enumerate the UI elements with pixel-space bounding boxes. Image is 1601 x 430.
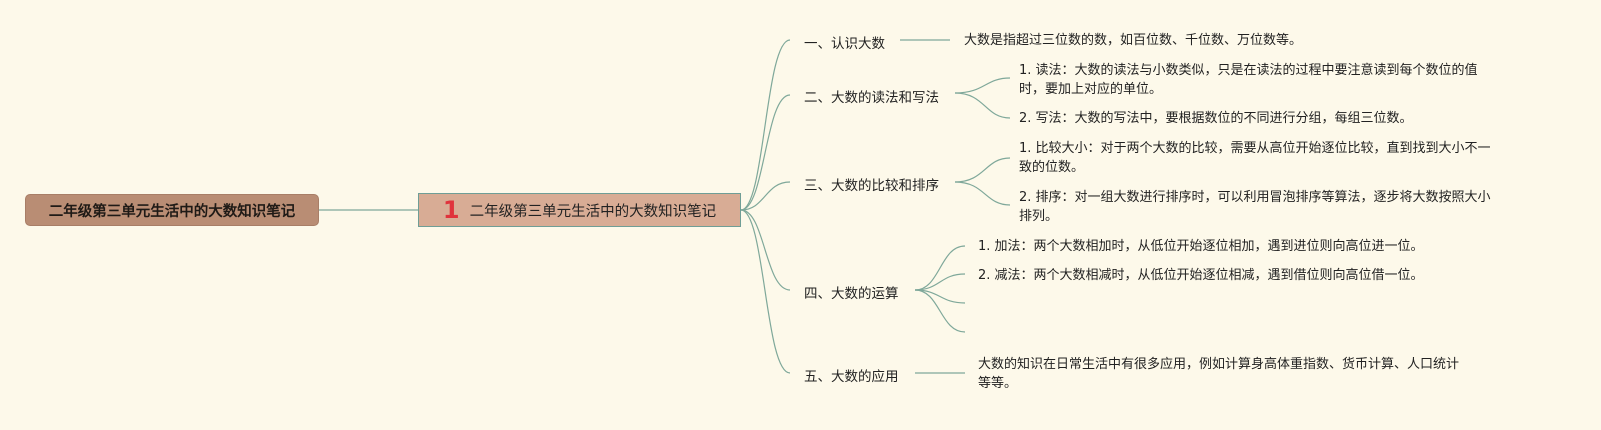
- connector-leaf-2-2: [954, 92, 1011, 119]
- branch-label: 一、认识大数: [804, 36, 885, 52]
- connector-leaf-4-4: [914, 289, 966, 333]
- connector-branch-4: [740, 209, 791, 291]
- branch-application[interactable]: 五、大数的应用: [804, 365, 899, 385]
- branch-operations[interactable]: 四、大数的运算: [804, 282, 899, 302]
- branch-label: 三、大数的比较和排序: [804, 178, 939, 194]
- connector-leaf-4-1: [914, 245, 966, 291]
- leaf-text: 2. 写法：大数的写法中，要根据数位的不同进行分组，每组三位数。: [1019, 111, 1413, 126]
- leaf-text: 1. 比较大小：对于两个大数的比较，需要从高位开始逐位比较，直到找到大小不一致的…: [1019, 141, 1491, 175]
- branch-read-write[interactable]: 二、大数的读法和写法: [804, 86, 939, 106]
- connector-branch-1: [740, 39, 791, 211]
- branch-label: 四、大数的运算: [804, 286, 899, 302]
- leaf-text: 2. 排序：对一组大数进行排序时，可以利用冒泡排序等算法，逐步将大数按照大小排列…: [1019, 190, 1491, 224]
- connector-leaf-3-1: [954, 157, 1011, 183]
- leaf-4-1[interactable]: 1. 加法：两个大数相加时，从低位开始逐位相加，遇到进位则向高位进一位。: [978, 237, 1478, 256]
- center-number: 1: [442, 196, 460, 224]
- root-node[interactable]: 二年级第三单元生活中的大数知识笔记: [25, 194, 319, 226]
- connector-leaf-4-2: [914, 273, 966, 291]
- center-label: 二年级第三单元生活中的大数知识笔记: [469, 203, 717, 220]
- leaf-5-1[interactable]: 大数的知识在日常生活中有很多应用，例如计算身高体重指数、货币计算、人口统计等等。: [978, 355, 1462, 393]
- leaf-3-1[interactable]: 1. 比较大小：对于两个大数的比较，需要从高位开始逐位比较，直到找到大小不一致的…: [1019, 139, 1503, 177]
- connector-branch-3: [740, 181, 791, 211]
- leaf-1-1[interactable]: 大数是指超过三位数的数，如百位数、千位数、万位数等。: [964, 31, 1364, 50]
- root-label: 二年级第三单元生活中的大数知识笔记: [48, 203, 296, 220]
- leaf-text: 2. 减法：两个大数相减时，从低位开始逐位相减，遇到借位则向高位借一位。: [978, 268, 1424, 283]
- leaf-2-1[interactable]: 1. 读法：大数的读法与小数类似，只是在读法的过程中要注意读到每个数位的值时，要…: [1019, 61, 1503, 99]
- leaf-4-2[interactable]: 2. 减法：两个大数相减时，从低位开始逐位相减，遇到借位则向高位借一位。: [978, 266, 1478, 285]
- leaf-3-2[interactable]: 2. 排序：对一组大数进行排序时，可以利用冒泡排序等算法，逐步将大数按照大小排列…: [1019, 188, 1503, 226]
- branch-compare-sort[interactable]: 三、大数的比较和排序: [804, 174, 939, 194]
- leaf-text: 大数是指超过三位数的数，如百位数、千位数、万位数等。: [964, 33, 1303, 48]
- center-node[interactable]: 1 二年级第三单元生活中的大数知识笔记: [418, 193, 741, 227]
- connector-leaf-2-1: [954, 77, 1011, 94]
- branch-recognize[interactable]: 一、认识大数: [804, 32, 885, 52]
- branch-label: 五、大数的应用: [804, 369, 899, 385]
- connector-leaf-3-2: [954, 181, 1011, 206]
- branch-label: 二、大数的读法和写法: [804, 90, 939, 106]
- connector-branch-5: [740, 209, 791, 374]
- leaf-text: 1. 加法：两个大数相加时，从低位开始逐位相加，遇到进位则向高位进一位。: [978, 239, 1424, 254]
- leaf-2-2[interactable]: 2. 写法：大数的写法中，要根据数位的不同进行分组，每组三位数。: [1019, 109, 1503, 128]
- leaf-text: 1. 读法：大数的读法与小数类似，只是在读法的过程中要注意读到每个数位的值时，要…: [1019, 63, 1478, 97]
- leaf-text: 大数的知识在日常生活中有很多应用，例如计算身高体重指数、货币计算、人口统计等等。: [978, 357, 1460, 391]
- connector-branch-2: [740, 94, 791, 211]
